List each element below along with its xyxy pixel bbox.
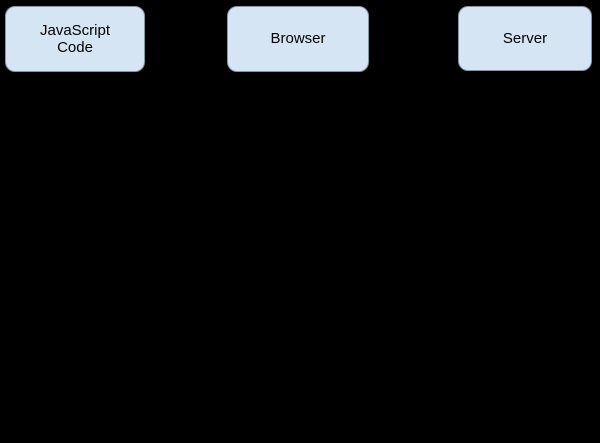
node-server: Server <box>458 6 592 71</box>
node-javascript-code-label: JavaScript Code <box>39 21 111 56</box>
node-browser-label: Browser <box>270 30 326 48</box>
node-browser: Browser <box>227 6 369 72</box>
node-javascript-code: JavaScript Code <box>5 6 145 72</box>
node-server-label: Server <box>502 29 548 47</box>
